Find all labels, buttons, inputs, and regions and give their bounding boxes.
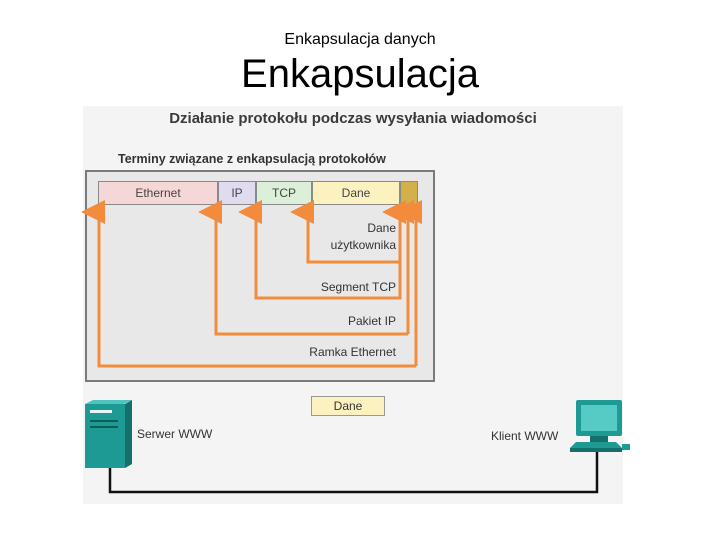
panel-title: Terminy związane z enkapsulacją protokoł…: [118, 152, 386, 166]
client-pc-icon: [570, 400, 630, 452]
slide-subtitle: Enkapsulacja danych: [284, 31, 436, 48]
arrow-dane-uzytkownika: [290, 200, 400, 264]
server-label: Serwer WWW: [137, 427, 213, 441]
server-icon: [85, 400, 132, 468]
figure-title: Działanie protokołu podczas wysyłania wi…: [169, 110, 537, 127]
arrow-pakiet-ip: [198, 200, 408, 336]
label-dane-uzytkownika-1: Dane: [367, 221, 396, 235]
network-cable: [108, 450, 599, 494]
slide-title: Enkapsulacja: [241, 52, 479, 96]
data-box: Dane: [311, 396, 385, 416]
arrow-ramka-ethernet: [81, 200, 416, 368]
label-segment-tcp: Segment TCP: [320, 280, 396, 294]
label-dane-uzytkownika-2: użytkownika: [330, 238, 396, 252]
client-label: Klient WWW: [491, 429, 559, 443]
label-ramka-ethernet: Ramka Ethernet: [309, 345, 396, 359]
label-pakiet-ip: Pakiet IP: [347, 314, 396, 328]
